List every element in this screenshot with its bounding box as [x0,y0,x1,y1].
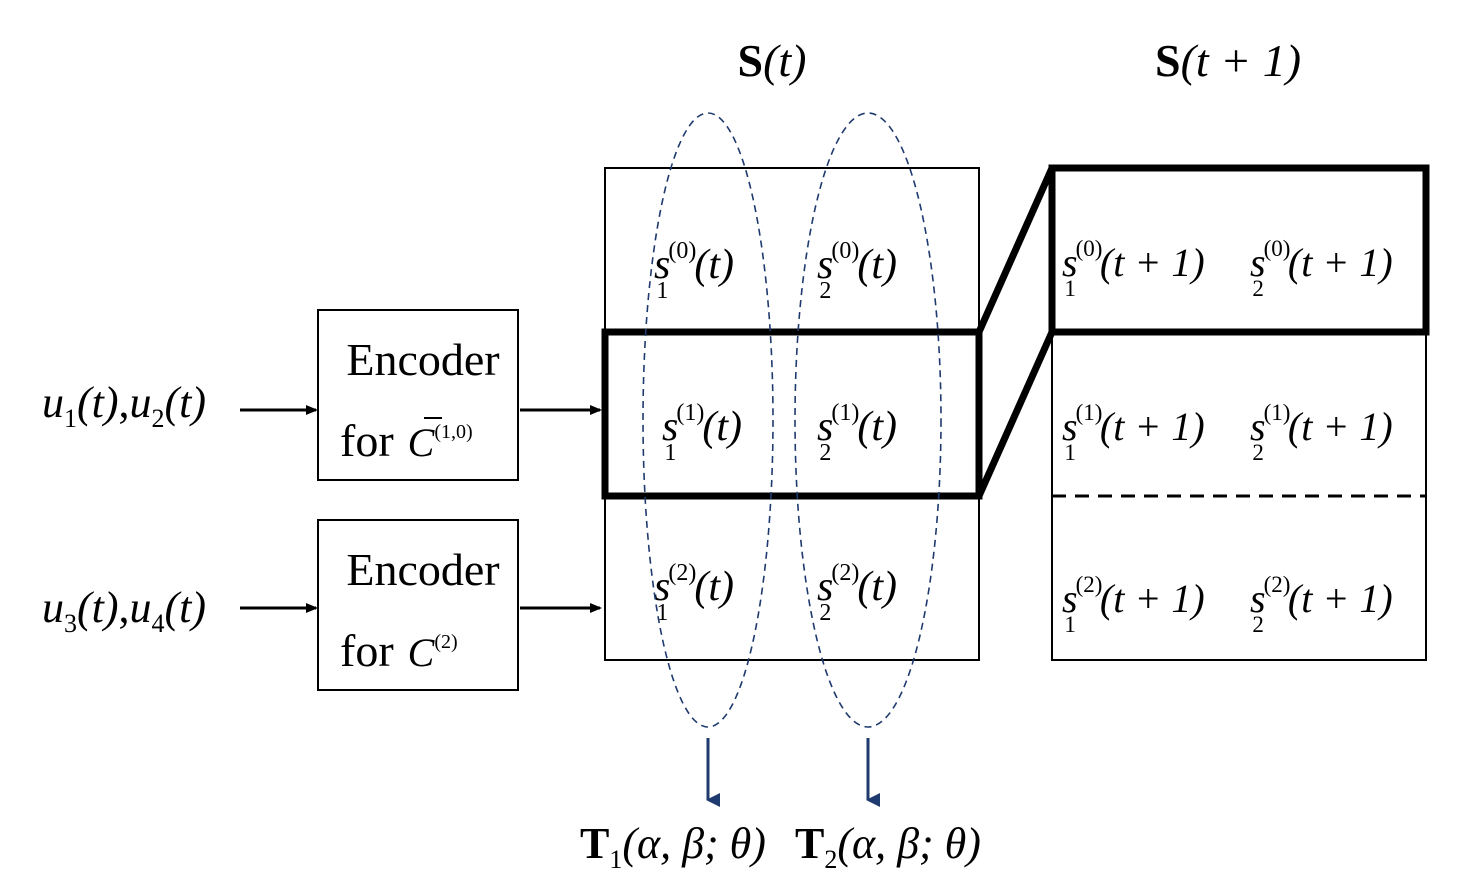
shift-connector-bottom [975,330,1056,498]
column-1-ellipse [642,112,774,728]
encoder-box-2 [317,519,519,691]
cell-t1-r0-c2: s(0)2(t + 1) [1250,236,1393,301]
encoder-1-title: Encoder [346,334,499,385]
cell-t1-r2-c1: s(2)1(t + 1) [1062,572,1205,637]
transform-label-2: T2(α, β; θ) [795,819,981,874]
cell-t1-r1-c2: s(1)2(t + 1) [1250,400,1393,465]
transform-label-1: T1(α, β; θ) [580,819,766,874]
cell-t-r2-c2: s(2)2(t) [817,560,897,626]
state-t1-highlight-row [1048,164,1430,336]
cell-t-r2-c1: s(2)1(t) [654,560,734,626]
state-t-highlight-row [601,328,983,500]
encoder-box-1 [317,309,519,481]
cell-t1-r2-c2: s(2)2(t + 1) [1250,572,1393,637]
state-t1-title: S(t + 1) [1155,35,1301,86]
cell-t1-r1-c1: s(1)1(t + 1) [1062,400,1205,465]
cell-t-r1-c2: s(1)2(t) [817,400,897,466]
input-label-2: u3(t),u4(t) [42,583,206,638]
cell-t1-r0-c1: s(0)1(t + 1) [1062,236,1205,301]
encoder-2-title: Encoder [346,544,499,595]
state-t-title: S(t) [737,35,806,86]
cell-t-r0-c1: s(0)1(t) [654,238,734,304]
cell-t-r1-c1: s(1)1(t) [662,400,742,466]
input-label-1: u1(t),u2(t) [42,378,206,433]
shift-connector-top [975,166,1056,334]
cell-t-r0-c2: s(0)2(t) [817,238,897,304]
column-2-ellipse [794,112,942,728]
